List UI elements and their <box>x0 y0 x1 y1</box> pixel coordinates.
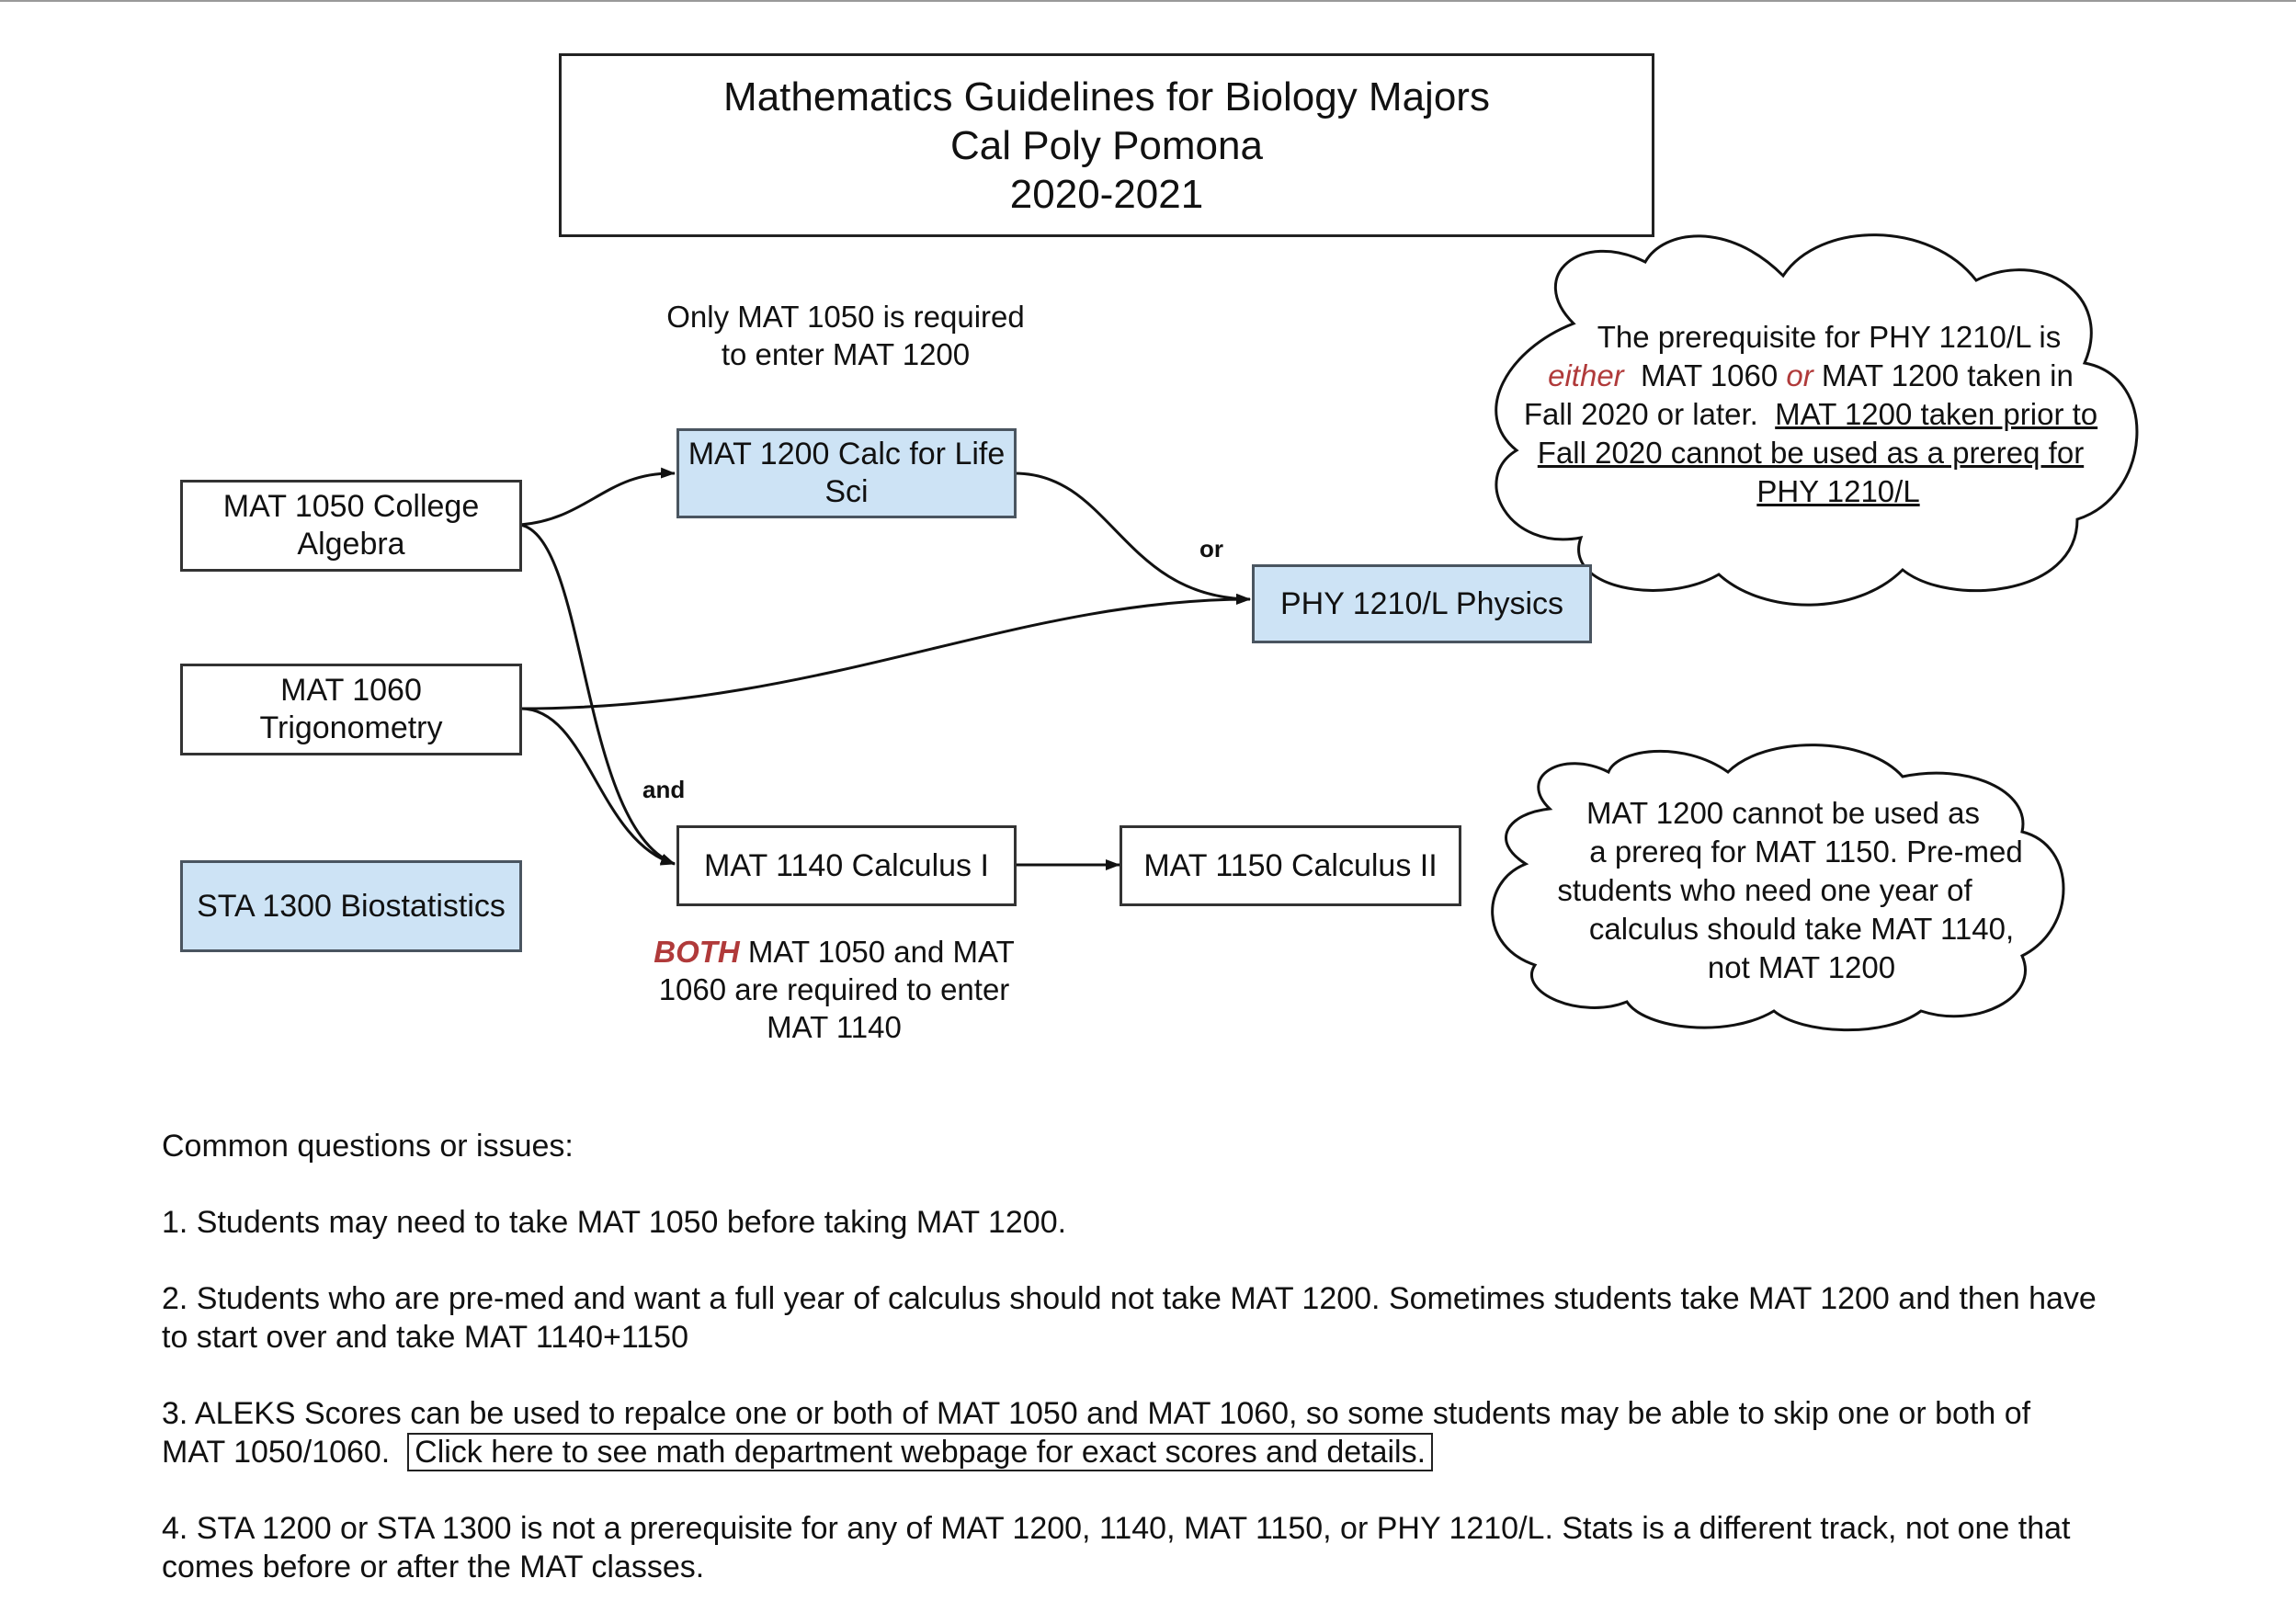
note-mat1200-line-1: Only MAT 1050 is required <box>666 300 1025 334</box>
arrow-mat1050-to-mat1200 <box>519 467 676 527</box>
cloud-mat1150-line-4: calculus should take MAT 1140, <box>1588 912 2015 946</box>
title-box: Mathematics Guidelines for Biology Major… <box>559 53 1654 237</box>
node-mat1150-label: MAT 1150 Calculus II <box>1143 847 1438 883</box>
question-4: 4. STA 1200 or STA 1300 is not a prerequ… <box>162 1511 2071 1584</box>
node-mat1200: MAT 1200 Calc for Life Sci <box>676 428 1017 518</box>
title-line-1: Mathematics Guidelines for Biology Major… <box>723 74 1490 119</box>
arrow-mat1050-to-mat1140 <box>519 523 676 866</box>
question-3-text: 3. ALEKS Scores can be used to repalce o… <box>162 1396 2040 1470</box>
cloud-mat1150-line-5: not MAT 1200 <box>1707 950 1896 984</box>
cloud-mat1150-line-3: students who need one year of <box>1557 873 1972 907</box>
cloud-mat1150-outline <box>1491 744 2065 1032</box>
cloud-phy-mat1060: MAT 1060 <box>1623 358 1787 392</box>
cloud-phy-outline <box>1495 233 2139 607</box>
note-mat1200-line-2: to enter MAT 1200 <box>721 337 971 371</box>
note-mat1200-requirement: Only MAT 1050 is required to enter MAT 1… <box>625 298 1066 373</box>
cloud-phy-text: The prerequisite for PHY 1210/L is eithe… <box>1489 318 2132 511</box>
cloud-phy-or: or <box>1786 358 1813 392</box>
note-mat1140-emphasis: BOTH <box>654 935 740 969</box>
common-questions: Common questions or issues: 1. Students … <box>162 1127 2101 1624</box>
node-phy1210: PHY 1210/L Physics <box>1252 564 1592 643</box>
cloud-phy-line-4: Fall 2020 cannot be used as a prereq for <box>1537 436 2085 470</box>
label-or: or <box>1199 535 1223 562</box>
node-mat1140: MAT 1140 Calculus I <box>676 825 1017 906</box>
questions-heading: Common questions or issues: <box>162 1129 574 1164</box>
label-and: and <box>642 776 686 803</box>
cloud-phy-line-1: The prerequisite for PHY 1210/L is <box>1597 320 2062 354</box>
cloud-phy-prior: MAT 1200 taken prior to <box>1775 397 2098 431</box>
cloud-phy-line-2: either MAT 1060 or MAT 1200 taken in <box>1489 357 2132 395</box>
note-mat1140-text: MAT 1050 and MAT 1060 are required to en… <box>658 935 1015 1044</box>
cloud-phy-fall: Fall 2020 or later. <box>1523 397 1776 431</box>
title-line-3: 2020-2021 <box>1009 171 1204 217</box>
cloud-mat1150-line-1: MAT 1200 cannot be used as <box>1586 796 1981 830</box>
cloud-phy-line-3: Fall 2020 or later. MAT 1200 taken prior… <box>1489 395 2132 434</box>
node-sta1300: STA 1300 Biostatistics <box>180 860 522 952</box>
node-mat1200-label: MAT 1200 Calc for Life Sci <box>688 437 1006 509</box>
title-line-2: Cal Poly Pomona <box>950 122 1263 168</box>
cloud-phy-mat1200: MAT 1200 taken in <box>1813 358 2074 392</box>
cloud-phy-line-5: PHY 1210/L <box>1756 474 1920 508</box>
node-mat1060-label: MAT 1060 Trigonometry <box>259 673 443 745</box>
node-mat1140-label: MAT 1140 Calculus I <box>704 847 989 883</box>
question-3: 3. ALEKS Scores can be used to repalce o… <box>162 1394 2101 1471</box>
cloud-mat1150-line-2: a prereq for MAT 1150. Pre-med <box>1589 835 2023 869</box>
math-department-link[interactable]: Click here to see math department webpag… <box>407 1433 1434 1471</box>
question-2: 2. Students who are pre-med and want a f… <box>162 1281 2097 1355</box>
arrow-mat1200-to-phy1210 <box>1014 471 1251 605</box>
node-phy1210-label: PHY 1210/L Physics <box>1279 585 1564 621</box>
node-sta1300-label: STA 1300 Biostatistics <box>197 888 506 924</box>
note-mat1140-requirement: BOTH MAT 1050 and MAT 1060 are required … <box>625 933 1043 1046</box>
node-mat1050: MAT 1050 College Algebra <box>180 480 522 572</box>
node-mat1150: MAT 1150 Calculus II <box>1120 825 1461 906</box>
node-mat1050-label: MAT 1050 College Algebra <box>222 489 480 562</box>
question-1: 1. Students may need to take MAT 1050 be… <box>162 1205 1067 1240</box>
page-top-border <box>0 0 2296 2</box>
cloud-phy-either: either <box>1548 358 1624 392</box>
cloud-mat1150-text: MAT 1200 cannot be used as a prereq for … <box>1517 794 2068 987</box>
node-mat1060: MAT 1060 Trigonometry <box>180 664 522 755</box>
arrow-mat1060-to-mat1140 <box>519 707 676 866</box>
arrow-mat1060-to-phy1210 <box>519 594 1251 710</box>
